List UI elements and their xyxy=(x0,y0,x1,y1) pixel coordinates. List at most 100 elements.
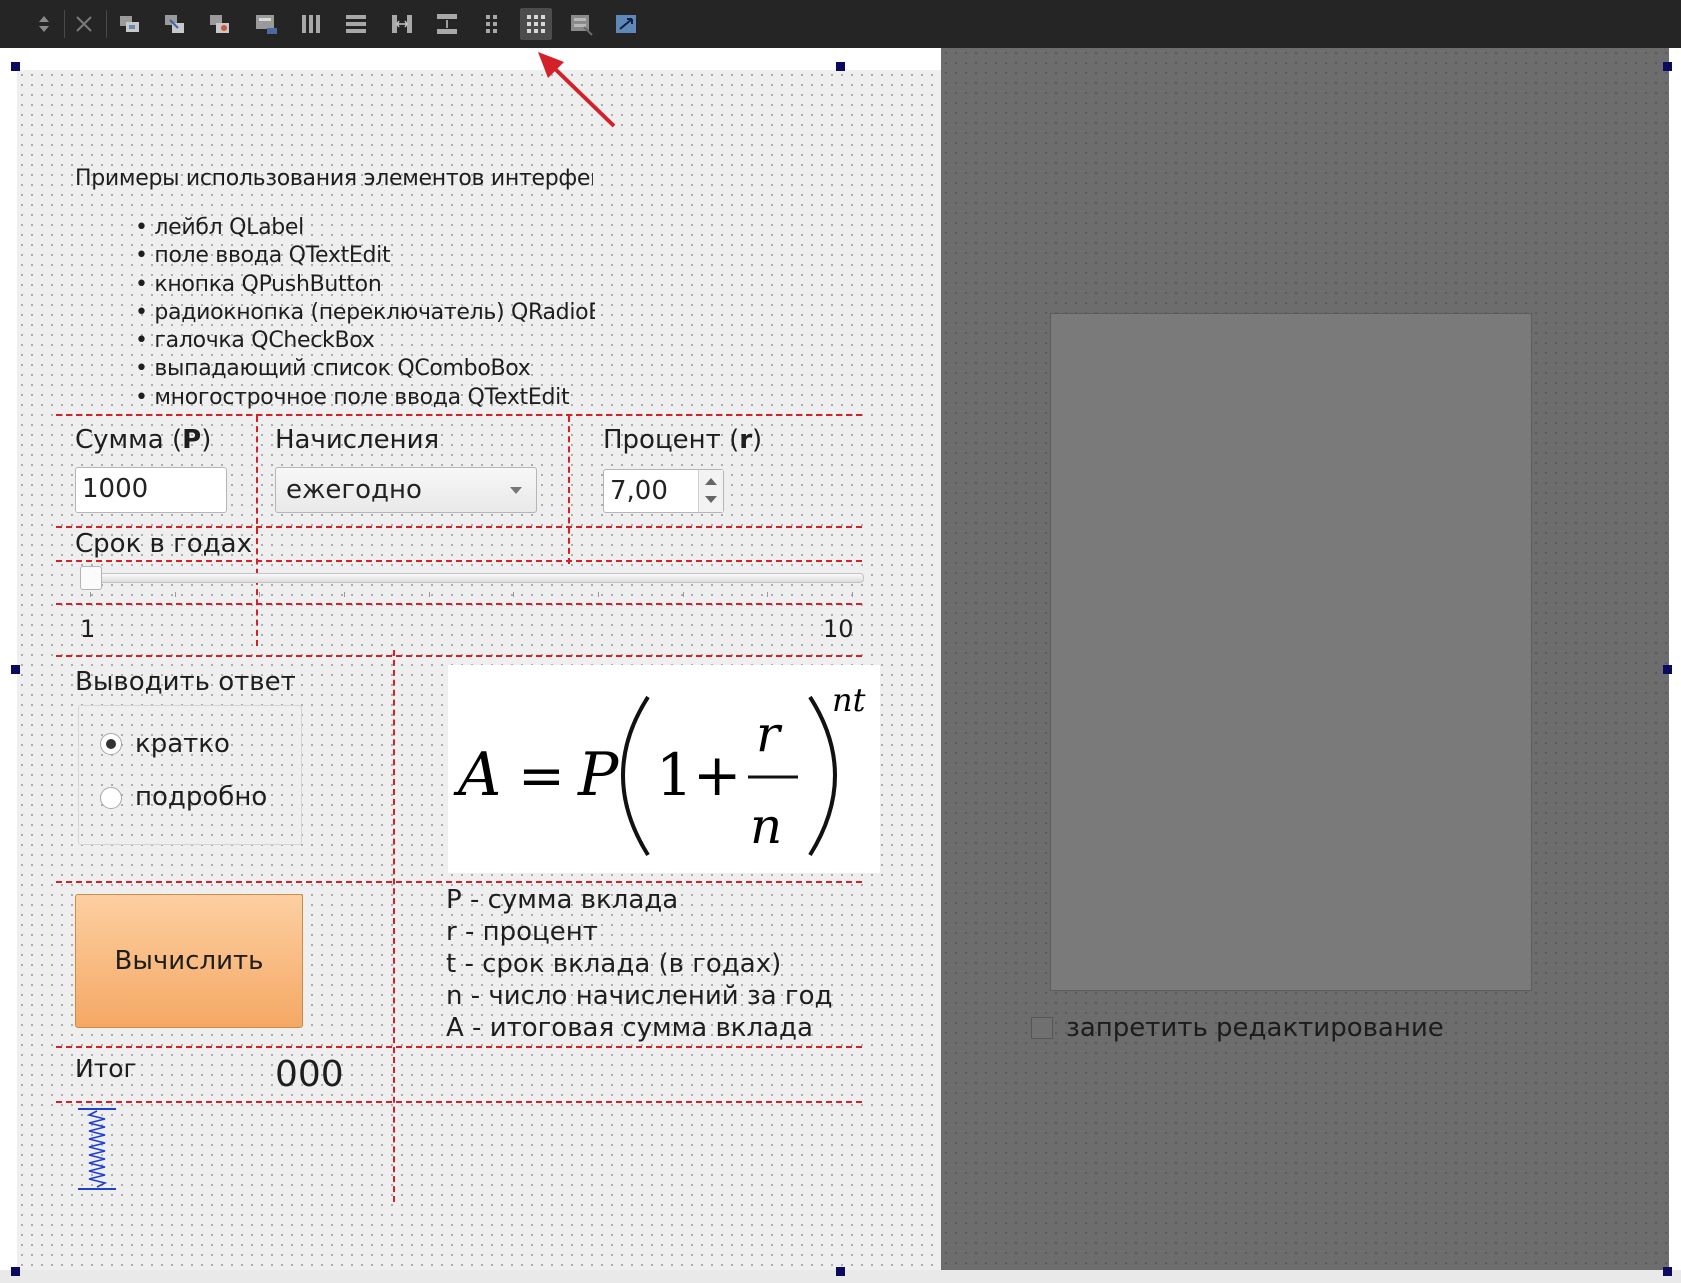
legend-line: r - процент xyxy=(446,917,598,947)
slider-ticks xyxy=(90,592,853,598)
radio-dot xyxy=(106,739,116,749)
accrual-combobox[interactable]: ежегодно xyxy=(275,467,537,513)
edit-widgets-icon[interactable] xyxy=(114,8,146,40)
layout-guide xyxy=(56,526,862,528)
selection-handle[interactable] xyxy=(11,62,20,71)
list-item: • многострочное поле ввода QTextEdit xyxy=(135,384,570,410)
layout-guide xyxy=(256,416,258,646)
legend-line: A - итоговая сумма вклада xyxy=(446,1013,813,1043)
edit-signals-icon[interactable] xyxy=(159,8,191,40)
legend-text: P - сумма вклада r - процент t - срок вк… xyxy=(446,884,832,1044)
radio-detailed[interactable] xyxy=(100,787,122,809)
layout-guide xyxy=(56,603,862,605)
break-layout-icon[interactable] xyxy=(565,8,597,40)
layout-guide xyxy=(568,416,570,564)
formula-left-paren xyxy=(621,695,650,857)
formula-denominator: n xyxy=(750,797,782,855)
toolbar-separator xyxy=(64,10,65,38)
formula-equals: = xyxy=(518,744,565,809)
formula-numerator: r xyxy=(756,705,783,763)
selection-handle[interactable] xyxy=(11,665,20,674)
slider-tick xyxy=(852,592,853,597)
bullet-list: • лейбл QLabel • поле ввода QTextEdit • … xyxy=(135,214,595,412)
legend-line: P - сумма вклада xyxy=(446,885,679,915)
formula-right-paren xyxy=(808,695,837,857)
splitter-vertical-icon[interactable] xyxy=(431,8,463,40)
bottom-border xyxy=(0,1270,1681,1283)
selection-handle[interactable] xyxy=(1663,1267,1672,1276)
formula-exponent: nt xyxy=(832,681,866,719)
readonly-checkbox-label: запретить редактирование xyxy=(1066,1013,1444,1043)
spin-down-icon[interactable] xyxy=(705,496,717,503)
sum-input[interactable]: 1000 xyxy=(75,467,227,513)
formula-p: P xyxy=(577,740,620,810)
list-item: • кнопка QPushButton xyxy=(135,271,382,297)
layout-horizontal-icon[interactable] xyxy=(295,8,327,40)
slider-tick xyxy=(767,592,769,597)
legend-line: n - число начислений за год xyxy=(446,981,833,1011)
layout-guide xyxy=(56,655,862,657)
intro-title: Примеры использования элементов интерфей… xyxy=(75,166,593,191)
percent-value: 7,00 xyxy=(610,476,668,506)
edit-buddies-icon[interactable] xyxy=(204,8,236,40)
multiline-text-edit[interactable] xyxy=(1050,313,1532,991)
radio-group-box xyxy=(78,705,302,845)
edit-tab-order-icon[interactable] xyxy=(250,8,282,40)
selection-handle[interactable] xyxy=(836,1267,845,1276)
layout-guide xyxy=(56,1046,862,1048)
selection-handle[interactable] xyxy=(1663,665,1672,674)
layout-form-icon[interactable] xyxy=(476,8,508,40)
vertical-spacer-icon[interactable] xyxy=(76,1107,118,1191)
slider-tick xyxy=(428,592,430,597)
chevron-down-icon xyxy=(510,487,522,494)
selection-handle[interactable] xyxy=(11,1267,20,1276)
accrual-label: Начисления xyxy=(275,425,440,455)
adjust-size-icon[interactable] xyxy=(610,8,642,40)
result-value: 000 xyxy=(275,1054,344,1095)
radio-short-label: кратко xyxy=(135,729,230,759)
sum-label: Сумма (P) xyxy=(75,425,212,455)
list-item: • галочка QCheckBox xyxy=(135,328,375,354)
slider-tick xyxy=(598,592,599,597)
spin-buttons[interactable] xyxy=(698,470,723,512)
slider-max-label: 10 xyxy=(823,615,854,643)
slider-min-label: 1 xyxy=(80,615,96,643)
selection-handle[interactable] xyxy=(836,62,845,71)
layout-guide xyxy=(56,881,862,883)
slider-tick xyxy=(174,592,176,597)
list-item: • радиокнопка (переключатель) QRadioButt… xyxy=(135,299,595,325)
layout-guide xyxy=(56,414,862,416)
toolbar-separator xyxy=(106,10,107,38)
term-slider[interactable] xyxy=(80,573,864,583)
list-item: • поле ввода QTextEdit xyxy=(135,243,391,269)
slider-tick xyxy=(344,592,345,597)
slider-handle[interactable] xyxy=(80,566,102,590)
slider-tick xyxy=(513,592,515,597)
selection-handle[interactable] xyxy=(1663,62,1672,71)
percent-spinbox[interactable]: 7,00 xyxy=(603,469,724,513)
formula-image: A = P 1+ r n nt xyxy=(448,665,880,873)
layout-grid-icon[interactable] xyxy=(520,8,552,40)
layout-vertical-icon[interactable] xyxy=(340,8,372,40)
slider-tick xyxy=(682,592,684,597)
radio-short[interactable] xyxy=(100,733,122,755)
formula-one-plus: 1+ xyxy=(656,741,742,809)
sort-arrows-icon[interactable] xyxy=(28,8,60,40)
list-item: • лейбл QLabel xyxy=(135,215,304,240)
spin-up-icon[interactable] xyxy=(705,478,717,485)
splitter-horizontal-icon[interactable] xyxy=(386,8,418,40)
readonly-checkbox[interactable] xyxy=(1031,1017,1053,1039)
result-label: Итог xyxy=(75,1054,137,1083)
accrual-selected-value: ежегодно xyxy=(286,475,422,505)
percent-label: Процент (r) xyxy=(603,425,763,455)
list-item: • выпадающий список QComboBox xyxy=(135,356,531,382)
calculate-button[interactable]: Вычислить xyxy=(75,894,303,1028)
close-icon[interactable] xyxy=(68,8,100,40)
layout-guide xyxy=(56,560,862,562)
term-label: Срок в годах xyxy=(75,529,252,559)
slider-tick xyxy=(259,592,261,597)
radio-detailed-label: подробно xyxy=(135,782,268,812)
annotation-arrow xyxy=(538,52,616,128)
layout-guide xyxy=(56,1101,862,1103)
designer-toolbar xyxy=(0,0,1681,48)
